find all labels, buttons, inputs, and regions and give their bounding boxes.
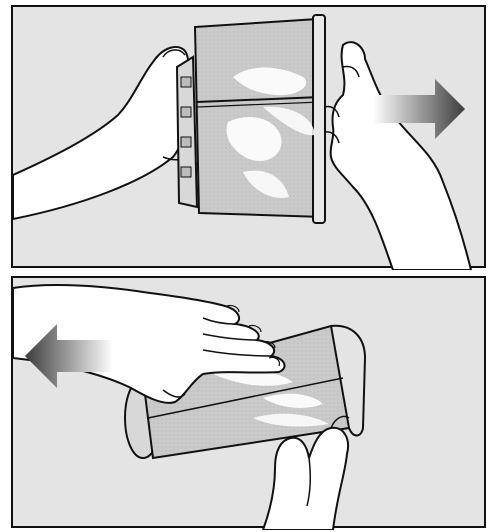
panel-step-1	[11, 5, 486, 268]
holding-hand	[263, 428, 348, 530]
step-2-illustration	[13, 278, 488, 530]
fluff-filter-top	[177, 15, 325, 223]
right-arm	[331, 42, 471, 270]
left-arm	[13, 47, 189, 219]
panel-step-2	[11, 276, 486, 528]
step-1-illustration	[13, 7, 488, 270]
